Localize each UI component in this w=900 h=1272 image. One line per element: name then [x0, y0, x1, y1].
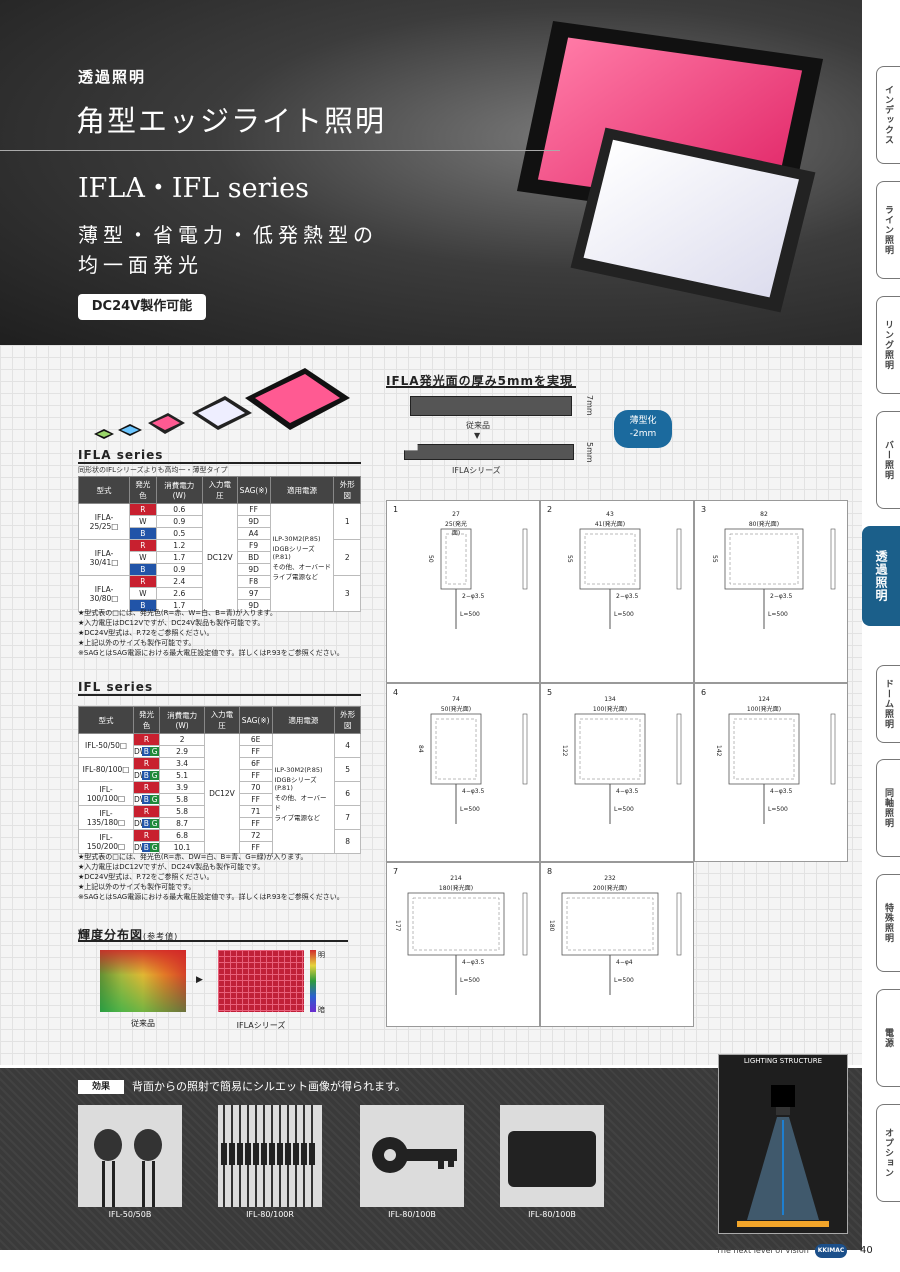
old-product-profile [410, 396, 572, 416]
table-header: 発光色 [133, 706, 160, 734]
ifl-notes: ★型式表の□には、発光色(R=赤、DW=白、B=青、G=緑)が入ります。★入力電… [78, 853, 344, 901]
new-thickness-dim: 5mm [585, 442, 594, 463]
company-logo: KKIMAC [815, 1244, 847, 1258]
dimension-drawing-8: 8 232 200(発光面) 180 4−φ4 L=500 [540, 862, 694, 1027]
effect-tag: 効果 [78, 1080, 124, 1094]
ifl-section-title: IFL series [78, 680, 154, 694]
page-title: 角型エッジライト照明 [76, 104, 387, 138]
product-lineup-image [94, 368, 350, 439]
effect-photo-caption: IFL-80/100R [246, 1210, 294, 1219]
tab-0[interactable]: インデックス [876, 66, 900, 164]
luminance-old-map [100, 950, 186, 1012]
ifla-profile-label: IFLAシリーズ [452, 466, 501, 475]
arrow-icon: ▶ [196, 975, 203, 985]
scale-bright-label: 明 [318, 951, 325, 959]
category-label: 透過照明 [78, 68, 147, 86]
tab-8[interactable]: 電源 [876, 989, 900, 1087]
ifla-description: 同形状のIFLシリーズよりも高均一・薄型タイプ [78, 466, 228, 474]
thickness-title: IFLA発光面の厚み5mmを実現 [386, 374, 573, 388]
table-header: 外形図 [333, 476, 361, 504]
lighting-structure: LIGHTING STRUCTURE [718, 1054, 848, 1234]
old-product-label: 従来品 [466, 421, 490, 430]
down-arrow-icon: ▼ [474, 431, 481, 440]
dimension-drawing-1: 1 27 25(発光面) 50 2−φ3.5 L=500 [386, 500, 540, 683]
thinner-callout: 薄型化 -2mm [614, 410, 672, 448]
dimension-drawing-6: 6 124 100(発光面) 142 4−φ3.5 L=500 [694, 683, 848, 862]
footer-tagline: The next level of vision [716, 1246, 809, 1255]
tab-4[interactable]: 透過照明 [862, 526, 900, 626]
tab-6[interactable]: 同軸照明 [876, 759, 900, 857]
table-header: 入力電圧 [204, 706, 240, 734]
dimension-drawing-4: 4 74 50(発光面) 84 4−φ3.5 L=500 [386, 683, 540, 862]
effect-photo-caption: IFL-50/50B [108, 1210, 152, 1219]
table-header: 型式 [77, 476, 131, 504]
effect-photo-caption: IFL-80/100B [528, 1210, 576, 1219]
ifla-profile [404, 444, 574, 460]
table-header: SAG(※) [236, 476, 271, 504]
dimension-drawing-2: 2 43 41(発光面) 55 2−φ3.5 L=500 [540, 500, 694, 683]
dimension-drawing-3: 3 82 80(発光面) 55 2−φ3.5 L=500 [694, 500, 848, 683]
luminance-new-map [218, 950, 304, 1012]
color-scale-bar [310, 950, 316, 1012]
effect-photo-0 [78, 1105, 182, 1207]
tab-7[interactable]: 特殊照明 [876, 874, 900, 972]
table-header: 外形図 [334, 706, 361, 734]
scale-dark-label: 暗 [318, 1006, 325, 1014]
table-header: 入力電圧 [201, 476, 238, 504]
effect-photo-2 [360, 1105, 464, 1207]
effect-photo-caption: IFL-80/100B [388, 1210, 436, 1219]
tab-3[interactable]: バー照明 [876, 411, 900, 509]
table-header: SAG(※) [238, 706, 273, 734]
ifla-section-title: IFLA series [78, 448, 164, 462]
tab-2[interactable]: リング照明 [876, 296, 900, 394]
header-banner: 透過照明 角型エッジライト照明 IFLA・IFL series 薄型・省電力・低… [0, 0, 862, 345]
dimension-drawing-5: 5 134 100(発光面) 122 4−φ3.5 L=500 [540, 683, 694, 862]
table-header: 消費電力(W) [158, 706, 206, 734]
table-header: 型式 [78, 706, 134, 734]
ifla-notes: ★型式表の□には、発光色(R=赤、W=白、B=青)が入ります。★入力電圧はDC1… [78, 609, 344, 657]
luminance-title: 輝度分布図(参考値) [78, 928, 179, 942]
table-header: 消費電力(W) [155, 476, 203, 504]
luminance-old-label: 従来品 [131, 1019, 155, 1028]
effect-text: 背面からの照射で簡易にシルエット画像が得られます。 [132, 1080, 406, 1093]
dc24v-badge: DC24V製作可能 [78, 294, 206, 320]
tab-1[interactable]: ライン照明 [876, 181, 900, 279]
old-thickness-dim: 7mm [585, 395, 594, 416]
luminance-new-label: IFLAシリーズ [236, 1021, 286, 1030]
dimension-drawing-7: 7 214 180(発光面) 177 4−φ3.5 L=500 [386, 862, 540, 1027]
effect-photo-1 [218, 1105, 322, 1207]
table-header: 適用電源 [271, 706, 336, 734]
table-header: 適用電源 [269, 476, 335, 504]
page-number: 40 [860, 1245, 873, 1256]
tab-9[interactable]: オプション [876, 1104, 900, 1202]
series-name: IFLA・IFL series [78, 173, 309, 204]
tab-5[interactable]: ドーム照明 [876, 665, 900, 743]
effect-photo-3 [500, 1105, 604, 1207]
table-header: 発光色 [129, 476, 157, 504]
subtitle: 薄型・省電力・低発熱型の 均一面発光 [78, 223, 378, 277]
